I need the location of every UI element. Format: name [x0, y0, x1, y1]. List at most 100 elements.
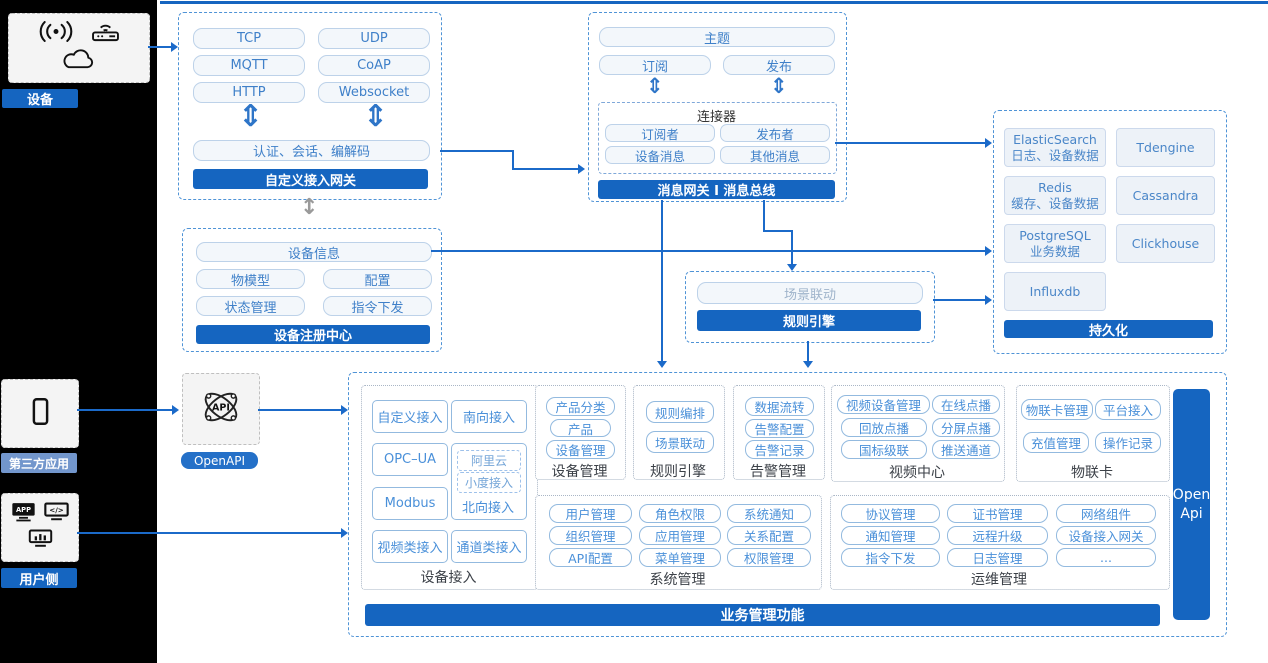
north-access-node: 阿里云 — [457, 450, 521, 471]
section-title-iot-card: 物联卡 — [1071, 465, 1113, 481]
topic-label: 主题 — [703, 31, 730, 47]
open-api-line2: Api — [1180, 505, 1203, 522]
connector-pill: 设备消息 — [605, 146, 715, 164]
protocol-pill: CoAP — [318, 55, 430, 76]
access-label: Modbus — [384, 496, 436, 511]
node-label: 设备管理 — [555, 443, 606, 458]
device-sources-box — [8, 13, 150, 83]
ops-node: 日志管理 — [947, 548, 1048, 567]
access-label: 视频类接入 — [377, 541, 443, 556]
connector-label: 发布者 — [756, 126, 794, 142]
node-label: 通知管理 — [865, 529, 916, 544]
section-title-rule: 规则引擎 — [650, 464, 706, 480]
system-node: 菜单管理 — [639, 548, 721, 567]
access-node: 视频类接入 — [372, 530, 448, 563]
datastore-desc: 日志、设备数据 — [1011, 147, 1099, 163]
protocol-label: HTTP — [232, 85, 266, 100]
protocol-label: Websocket — [338, 85, 410, 100]
access-label: 南向接入 — [462, 411, 515, 426]
node-label: 物联卡管理 — [1025, 403, 1089, 418]
double-arrow-icon: ⇕ — [238, 99, 264, 134]
access-node: 通道类接入 — [451, 530, 527, 563]
third-party-tag: 第三方应用 — [1, 453, 77, 473]
third-party-box — [1, 379, 79, 448]
node-label: 视频设备管理 — [845, 398, 921, 413]
node-label: 告警配置 — [754, 422, 805, 437]
system-node: 关系配置 — [727, 526, 811, 545]
message-bus-title: 消息网关 I 消息总线 — [657, 184, 776, 199]
registry-label: 物模型 — [230, 273, 270, 289]
section-title-alarm: 告警管理 — [750, 464, 806, 480]
node-label: 应用管理 — [654, 529, 705, 544]
openapi-tag: OpenAPI — [181, 452, 258, 469]
node-label: 远程升级 — [972, 529, 1023, 544]
node-label: 国标级联 — [858, 443, 909, 458]
node-label: 网络组件 — [1080, 507, 1131, 522]
device-registry-title-bar: 设备注册中心 — [196, 325, 430, 344]
connector-line — [933, 299, 986, 301]
iot-card-node: 物联卡管理 — [1021, 399, 1093, 420]
system-node: 应用管理 — [639, 526, 721, 545]
node-label: 用户管理 — [565, 507, 616, 522]
node-label: 协议管理 — [865, 507, 916, 522]
node-label: API配置 — [568, 551, 613, 566]
protocol-pill: MQTT — [193, 55, 305, 76]
protocol-pill: Websocket — [318, 82, 430, 103]
ops-node: 协议管理 — [841, 504, 940, 523]
node-label: 产品分类 — [555, 400, 606, 415]
openapi-icon-box: API — [182, 373, 260, 445]
node-label: 证书管理 — [972, 507, 1023, 522]
arrowhead — [578, 164, 585, 174]
cloud-icon — [60, 49, 98, 76]
arrowhead — [803, 361, 813, 368]
openapi-label: OpenAPI — [193, 453, 246, 468]
section-title-device-access: 设备接入 — [420, 570, 477, 586]
connector-line — [77, 409, 173, 411]
device-mgmt-node: 设备管理 — [546, 440, 615, 459]
video-node: 分屏点播 — [932, 418, 1000, 437]
node-label: 回放点播 — [858, 421, 909, 436]
rule-engine-title: 规则引擎 — [782, 315, 835, 330]
connector-line — [661, 200, 663, 362]
node-label: 分屏点播 — [940, 421, 991, 436]
system-node: 角色权限 — [639, 504, 721, 523]
connector-label: 其他消息 — [749, 148, 800, 164]
ops-node: 设备接入网关 — [1056, 526, 1156, 545]
section-title-system: 系统管理 — [649, 572, 706, 588]
north-access-node: 小度接入 — [457, 472, 521, 493]
ops-node: 通知管理 — [841, 526, 940, 545]
node-label: 指令下发 — [865, 551, 916, 566]
connector-line — [512, 150, 514, 170]
device-tag: 设备 — [2, 89, 78, 108]
session-label: 认证、会话、编解码 — [252, 145, 370, 160]
alarm-node: 数据流转 — [745, 397, 814, 416]
ops-node: 网络组件 — [1056, 504, 1156, 523]
datastore-elasticsearch: ElasticSearch 日志、设备数据 — [1004, 128, 1106, 167]
datastore-name: Cassandra — [1132, 187, 1199, 203]
protocol-pill: UDP — [318, 28, 430, 49]
connector-line — [791, 230, 793, 266]
north-access-label: 阿里云 — [470, 454, 507, 468]
arrowhead — [171, 42, 178, 52]
persistence-title-bar: 持久化 — [1004, 320, 1213, 339]
phone-icon — [32, 397, 49, 430]
connector-pill: 发布者 — [720, 124, 830, 142]
open-api-line1: Open — [1172, 487, 1211, 504]
section-title-device-mgmt: 设备管理 — [551, 464, 608, 480]
rule-node: 规则编排 — [646, 401, 714, 423]
datastore-redis: Redis 缓存、设备数据 — [1004, 176, 1106, 215]
chart-monitor-icon — [28, 528, 53, 554]
registry-pill: 配置 — [323, 269, 432, 289]
topic-pill: 主题 — [599, 27, 835, 47]
access-node: 自定义接入 — [372, 400, 448, 433]
registry-pill: 指令下发 — [323, 296, 432, 316]
arrowhead — [341, 405, 348, 415]
device-mgmt-node: 产品 — [550, 419, 611, 437]
registry-pill: 设备信息 — [196, 242, 432, 262]
video-node: 回放点播 — [841, 418, 927, 437]
custom-gateway-title-bar: 自定义接入网关 — [193, 169, 428, 189]
node-label: 关系配置 — [743, 529, 794, 544]
connector-pill: 订阅者 — [605, 124, 715, 142]
access-label: 通道类接入 — [456, 541, 522, 556]
